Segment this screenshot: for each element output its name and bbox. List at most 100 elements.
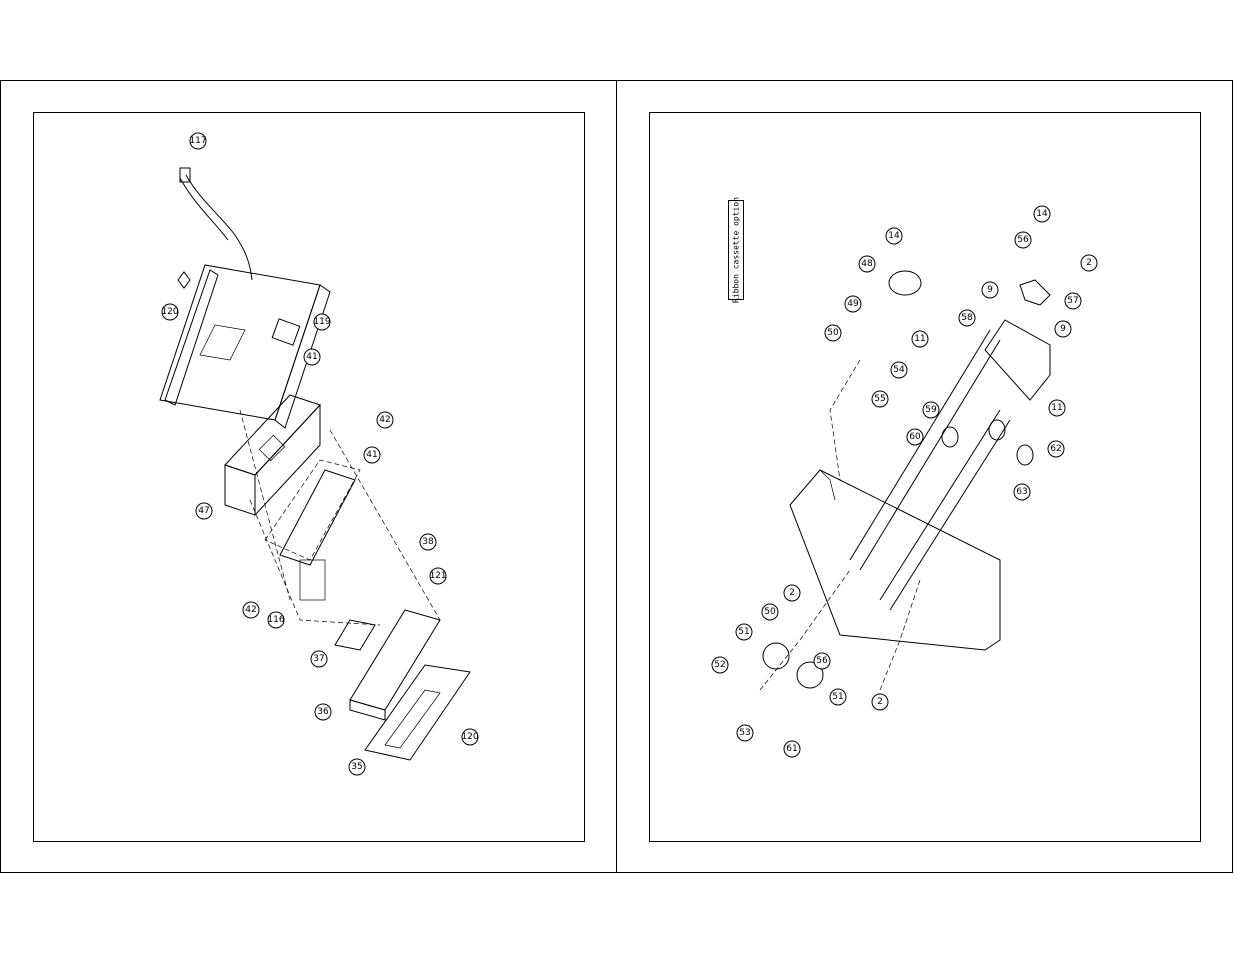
callout-48: 48 bbox=[858, 255, 876, 273]
callout-41a: 41 bbox=[303, 348, 321, 366]
svg-text:42: 42 bbox=[379, 415, 390, 425]
bracket-57 bbox=[1019, 279, 1051, 306]
base-plate bbox=[789, 469, 1001, 651]
callout-11b: 11 bbox=[1048, 399, 1066, 417]
svg-text:35: 35 bbox=[351, 762, 362, 772]
svg-text:11: 11 bbox=[1051, 403, 1062, 413]
callout-120a: 120 bbox=[161, 303, 179, 321]
callout-49: 49 bbox=[844, 295, 862, 313]
callout-42a: 42 bbox=[376, 411, 394, 429]
svg-text:9: 9 bbox=[1060, 324, 1066, 334]
cable-117 bbox=[185, 174, 253, 281]
callout-11a: 11 bbox=[911, 330, 929, 348]
ribbon-cassette-note-box bbox=[728, 200, 744, 300]
svg-text:38: 38 bbox=[422, 537, 434, 547]
svg-text:56: 56 bbox=[816, 656, 828, 666]
svg-text:2: 2 bbox=[877, 697, 883, 707]
svg-text:11: 11 bbox=[914, 334, 925, 344]
gear-48 bbox=[888, 270, 922, 296]
svg-text:51: 51 bbox=[738, 627, 749, 637]
svg-text:50: 50 bbox=[764, 607, 776, 617]
svg-text:41: 41 bbox=[306, 352, 317, 362]
connector-117 bbox=[179, 167, 191, 183]
svg-text:48: 48 bbox=[861, 259, 873, 269]
callout-117: 117 bbox=[189, 132, 207, 150]
callout-50a: 50 bbox=[824, 324, 842, 342]
svg-text:52: 52 bbox=[714, 660, 725, 670]
callout-53: 53 bbox=[736, 724, 754, 742]
callout-54: 54 bbox=[890, 361, 908, 379]
svg-text:54: 54 bbox=[893, 365, 905, 375]
callout-51a: 51 bbox=[735, 623, 753, 641]
part-120 bbox=[177, 271, 191, 289]
part-116 bbox=[299, 559, 326, 601]
svg-text:60: 60 bbox=[909, 432, 921, 442]
svg-text:50: 50 bbox=[827, 328, 839, 338]
svg-text:116: 116 bbox=[267, 615, 284, 625]
svg-text:57: 57 bbox=[1067, 296, 1078, 306]
callout-35: 35 bbox=[348, 758, 366, 776]
gear-62b bbox=[1016, 444, 1034, 466]
svg-text:41: 41 bbox=[366, 450, 377, 460]
callout-121: 121 bbox=[429, 567, 447, 585]
callout-62: 62 bbox=[1047, 440, 1065, 458]
svg-text:37: 37 bbox=[313, 654, 324, 664]
callout-2a: 2 bbox=[1080, 254, 1098, 272]
part-37 bbox=[334, 619, 376, 651]
svg-text:59: 59 bbox=[925, 405, 937, 415]
page-divider bbox=[616, 80, 617, 873]
callout-52: 52 bbox=[711, 656, 729, 674]
svg-text:120: 120 bbox=[461, 732, 478, 742]
callout-50b: 50 bbox=[761, 603, 779, 621]
gear-59 bbox=[941, 426, 959, 448]
svg-text:9: 9 bbox=[987, 285, 993, 295]
side-plate-58 bbox=[984, 319, 1051, 401]
svg-text:36: 36 bbox=[317, 707, 329, 717]
callout-56b: 56 bbox=[813, 652, 831, 670]
svg-text:2: 2 bbox=[789, 588, 795, 598]
svg-text:2: 2 bbox=[1086, 258, 1092, 268]
callout-9b: 9 bbox=[1054, 320, 1072, 338]
svg-text:58: 58 bbox=[961, 313, 973, 323]
svg-text:119: 119 bbox=[313, 317, 330, 327]
callout-120b: 120 bbox=[461, 728, 479, 746]
callout-41b: 41 bbox=[363, 446, 381, 464]
gear-51b bbox=[796, 661, 824, 689]
callout-14a: 14 bbox=[885, 227, 903, 245]
callout-60: 60 bbox=[906, 428, 924, 446]
gear-62a bbox=[988, 419, 1006, 441]
callout-116: 116 bbox=[267, 611, 285, 629]
callout-14b: 14 bbox=[1033, 205, 1051, 223]
callout-37: 37 bbox=[310, 650, 328, 668]
svg-text:53: 53 bbox=[739, 728, 750, 738]
svg-text:55: 55 bbox=[874, 394, 885, 404]
callout-38: 38 bbox=[419, 533, 437, 551]
callout-55: 55 bbox=[871, 390, 889, 408]
callout-2b: 2 bbox=[783, 584, 801, 602]
callout-57: 57 bbox=[1064, 292, 1082, 310]
svg-text:62: 62 bbox=[1050, 444, 1061, 454]
shaft-lower bbox=[879, 409, 1001, 601]
callout-51b: 51 bbox=[829, 688, 847, 706]
callout-63: 63 bbox=[1013, 483, 1031, 501]
svg-text:14: 14 bbox=[1036, 209, 1048, 219]
svg-text:61: 61 bbox=[786, 744, 797, 754]
svg-text:42: 42 bbox=[245, 605, 256, 615]
svg-text:47: 47 bbox=[198, 506, 209, 516]
callout-58: 58 bbox=[958, 309, 976, 327]
diagram-frame-right bbox=[649, 112, 1201, 842]
callout-119: 119 bbox=[313, 313, 331, 331]
callout-59: 59 bbox=[922, 401, 940, 419]
svg-text:117: 117 bbox=[189, 136, 206, 146]
callout-42b: 42 bbox=[242, 601, 260, 619]
svg-text:120: 120 bbox=[161, 307, 178, 317]
svg-text:63: 63 bbox=[1016, 487, 1027, 497]
callout-47: 47 bbox=[195, 502, 213, 520]
callout-2c: 2 bbox=[871, 693, 889, 711]
callout-36: 36 bbox=[314, 703, 332, 721]
svg-text:121: 121 bbox=[429, 571, 446, 581]
gear-51a bbox=[762, 642, 790, 670]
callout-9a: 9 bbox=[981, 281, 999, 299]
